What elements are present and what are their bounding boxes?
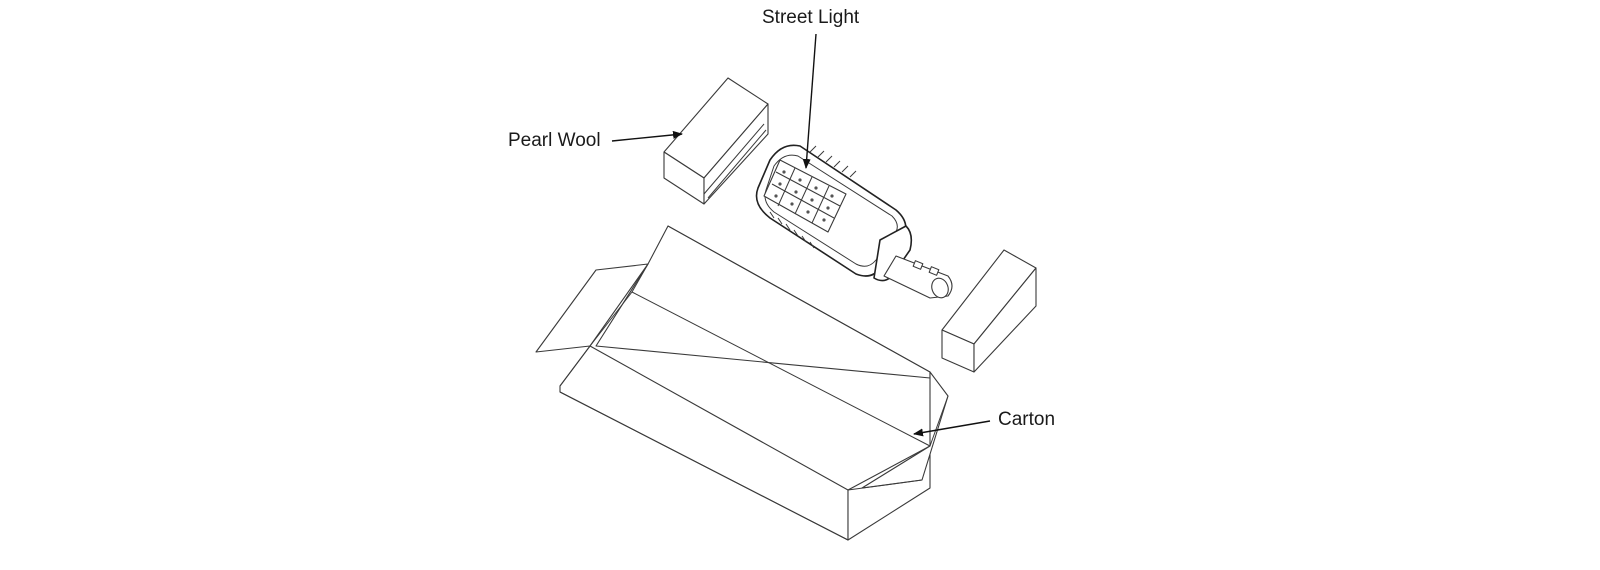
- street-light-drawing: [755, 144, 953, 299]
- pearl-wool-right-block: [941, 249, 1037, 373]
- pearl-wool-leader: [611, 130, 683, 142]
- led-panel: [763, 159, 847, 233]
- carton-leader: [913, 420, 991, 437]
- street-light-label: Street Light: [762, 7, 860, 28]
- pearl-wool-label: Pearl Wool: [508, 130, 601, 151]
- street-light-leader: [802, 33, 817, 169]
- carton-drawing: [535, 225, 949, 541]
- carton-label: Carton: [998, 409, 1056, 430]
- pearl-wool-left-block: [663, 77, 769, 205]
- carton-body: [559, 345, 849, 541]
